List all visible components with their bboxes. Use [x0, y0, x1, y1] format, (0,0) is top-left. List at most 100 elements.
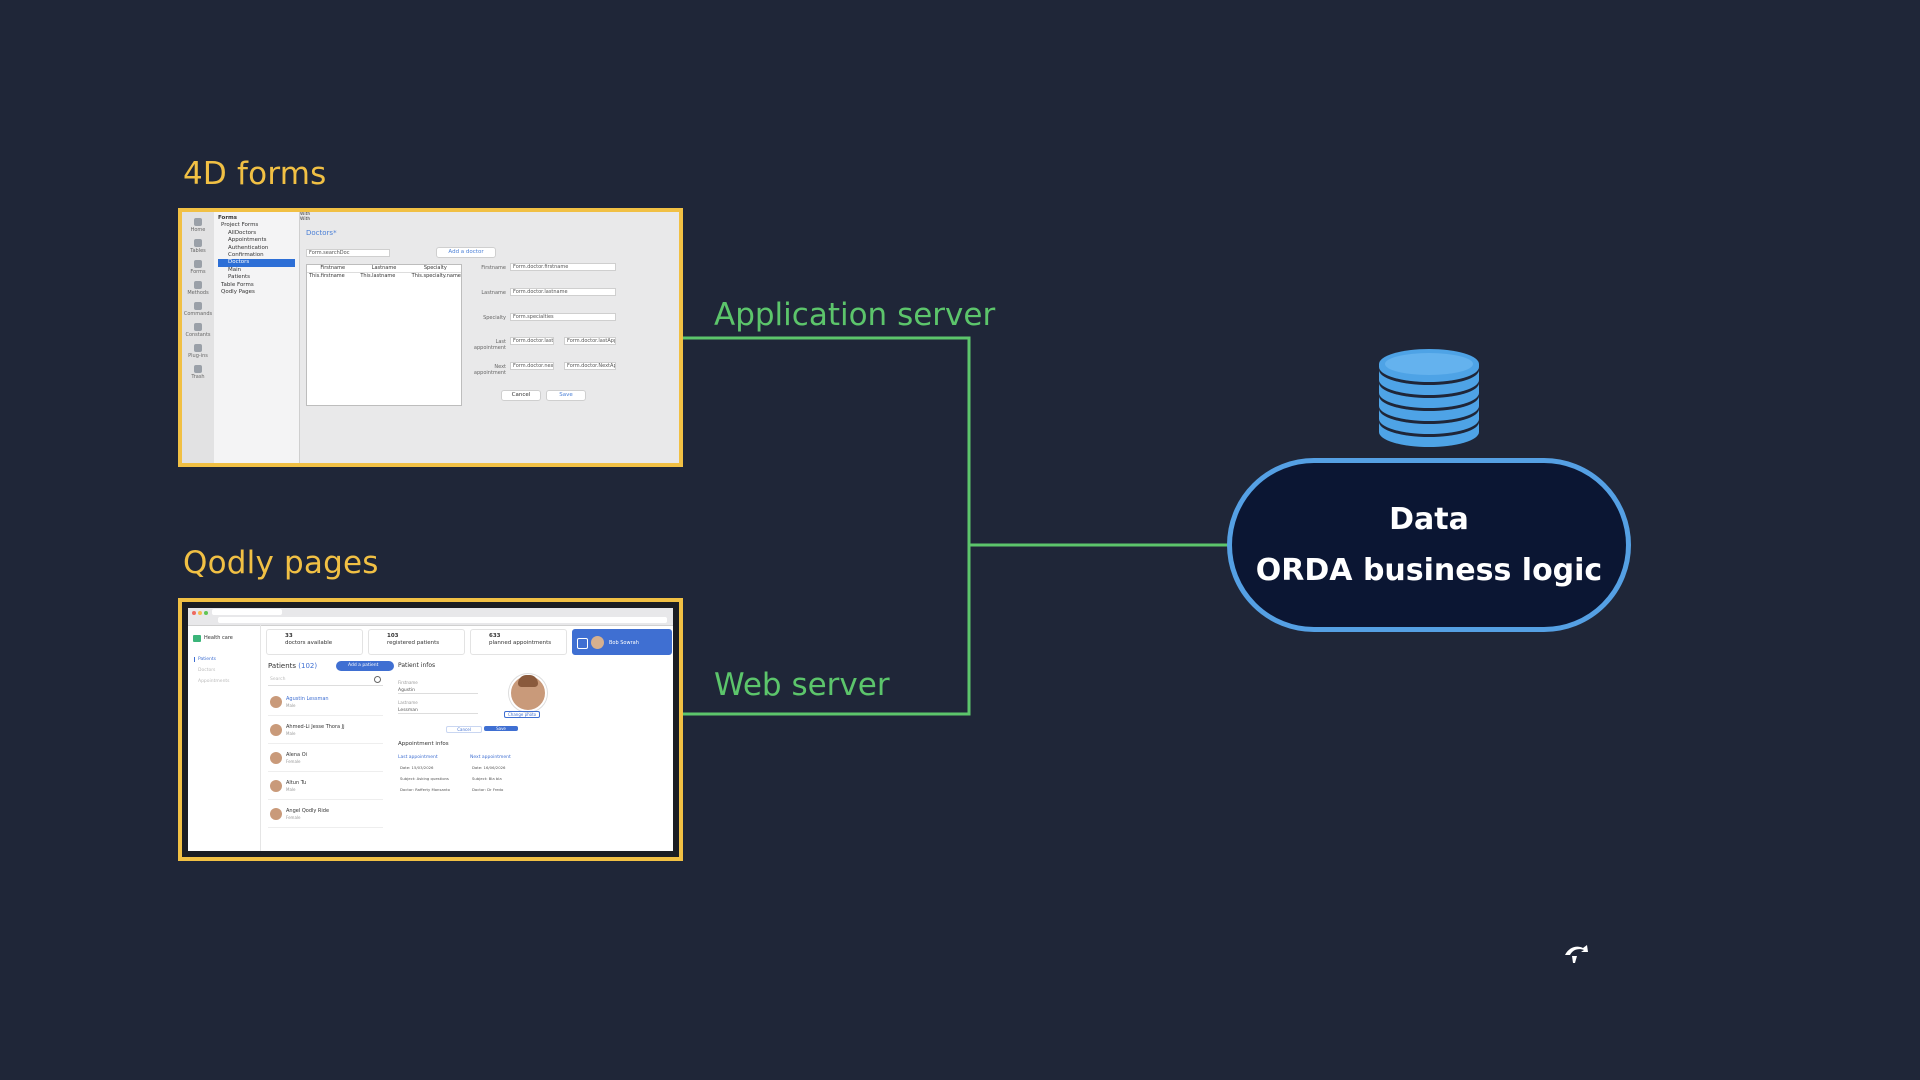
avatar	[591, 636, 604, 649]
change-photo-button[interactable]: Change photo	[504, 711, 541, 718]
patients-count: (102)	[298, 662, 318, 670]
cell: This.lastname	[360, 273, 396, 279]
user-card[interactable]: Bob Sowrah	[572, 629, 672, 655]
last-appointment-heading: Last appointment	[398, 755, 438, 760]
rail-commands[interactable]: Commands	[182, 302, 214, 317]
rail-home[interactable]: Home	[182, 218, 214, 233]
form-editor: Home Tables Forms Methods Commands Const…	[182, 212, 679, 463]
next-date: Date: 16/06/2026	[472, 765, 506, 770]
col-header[interactable]: Lastname	[371, 265, 397, 271]
tree-item[interactable]: Qodly Pages	[221, 289, 255, 296]
search-icon[interactable]	[374, 676, 381, 683]
tree-item[interactable]: Confirmation	[228, 252, 264, 259]
forms-tree: Forms Project Forms AllDoctors Appointme…	[214, 212, 300, 463]
rail-tables[interactable]: Tables	[182, 239, 214, 254]
editor-rail: Home Tables Forms Methods Commands Const…	[182, 212, 215, 463]
avatar	[270, 752, 282, 764]
patient-photo	[509, 674, 547, 712]
search-input[interactable]: Form.searchDoc	[306, 249, 390, 257]
tree-item[interactable]: Project Forms	[221, 222, 259, 229]
address-bar[interactable]	[218, 617, 667, 623]
firstname-label: Firstname	[398, 680, 418, 685]
next-appointment-input[interactable]: Form.doctor.nex	[510, 362, 554, 370]
stat-number: 633	[489, 633, 501, 639]
stat-patients: 103 registered patients	[368, 629, 465, 655]
patient-name: Agustin Lessman	[286, 696, 329, 702]
brand-label: Health care	[204, 635, 233, 641]
lastname-field[interactable]: Lessman	[398, 708, 478, 714]
nav-appointments[interactable]: Appointments	[198, 679, 230, 684]
appointment-infos-heading: Appointment infos	[398, 741, 449, 747]
maximize-dot-icon[interactable]	[204, 611, 208, 615]
orda-business-logic: ORDA business logic	[1255, 553, 1603, 588]
next-with-input[interactable]: Form.doctor.NextApp	[564, 362, 616, 370]
hair-shape	[518, 675, 538, 687]
specialty-select[interactable]: Form.specialties	[510, 313, 616, 321]
patient-cancel-button[interactable]: Cancel	[446, 726, 482, 733]
last-with-input[interactable]: Form.doctor.lastApp	[564, 337, 616, 345]
save-button[interactable]: Save	[546, 390, 586, 401]
patient-gender: Female	[286, 815, 301, 820]
nav-patients[interactable]: Patients	[194, 657, 216, 662]
qodly-screenshot: Health care Patients Doctors Appointment…	[178, 598, 683, 861]
rail-plugins[interactable]: Plug-ins	[182, 344, 214, 359]
next-doctor: Doctor: Dr Fredo	[472, 787, 504, 792]
user-name: Bob Sowrah	[609, 640, 639, 646]
tree-item[interactable]: Patients	[228, 274, 251, 281]
tree-item[interactable]: Appointments	[228, 237, 267, 244]
stat-label: registered patients	[387, 640, 440, 646]
firstname-input[interactable]: Form.doctor.firstname	[510, 263, 616, 271]
patient-gender: Male	[286, 787, 296, 792]
logout-icon[interactable]	[577, 638, 588, 649]
col-header[interactable]: Specialty	[423, 265, 447, 271]
avatar	[270, 724, 282, 736]
stat-number: 33	[285, 633, 293, 639]
cell: This.firstname	[309, 273, 345, 279]
patient-gender: Male	[286, 703, 296, 708]
firstname-field[interactable]: Agustin	[398, 688, 478, 694]
patient-save-button[interactable]: Save	[484, 726, 518, 731]
rail-trash[interactable]: Trash	[182, 365, 214, 380]
tree-item[interactable]: Table Forms	[221, 281, 254, 288]
last-appointment-input[interactable]: Form.doctor.last	[510, 337, 554, 345]
nav-doctors[interactable]: Doctors	[198, 668, 216, 673]
stat-appointments: 633 planned appointments	[470, 629, 567, 655]
avatar	[270, 780, 282, 792]
form-canvas: Doctors* Form.searchDoc Add a doctor Fir…	[300, 212, 679, 463]
tree-item[interactable]: Authentication	[228, 244, 269, 251]
specialty-label: Specialty	[483, 315, 506, 321]
add-patient-button[interactable]: Add a patient	[336, 661, 394, 671]
last-doctor: Doctor: Rafferty Monsanto	[400, 787, 450, 792]
cancel-button[interactable]: Cancel	[501, 390, 541, 401]
last-date: Date: 15/03/2026	[400, 765, 434, 770]
close-dot-icon[interactable]	[192, 611, 196, 615]
browser-chrome	[188, 608, 673, 626]
patient-name: Altun Tu	[286, 780, 307, 786]
tree-item[interactable]: AllDoctors	[228, 229, 257, 236]
patient-name: Ahmed-Li Jesse Thora Jj	[286, 724, 345, 730]
patient-search-input[interactable]: Search	[268, 676, 383, 686]
avatar	[270, 696, 282, 708]
database-icon	[1379, 349, 1479, 447]
tree-item[interactable]: Main	[228, 266, 242, 273]
add-doctor-button[interactable]: Add a doctor	[436, 247, 496, 258]
lastname-input[interactable]: Form.doctor.lastname	[510, 288, 616, 296]
rail-forms[interactable]: Forms	[182, 260, 214, 275]
minimize-dot-icon[interactable]	[198, 611, 202, 615]
data-node: Data ORDA business logic	[1227, 458, 1631, 632]
forms-screenshot: Home Tables Forms Methods Commands Const…	[178, 208, 683, 467]
rail-methods[interactable]: Methods	[182, 281, 214, 296]
firstname-label: Firstname	[481, 265, 506, 271]
browser-tab[interactable]	[212, 609, 282, 615]
doctors-listbox[interactable]: Firstname Lastname Specialty This.firstn…	[306, 264, 462, 406]
tree-item-selected[interactable]: Doctors	[218, 259, 295, 267]
col-header[interactable]: Firstname	[320, 265, 346, 271]
rail-constants[interactable]: Constants	[182, 323, 214, 338]
tree-item[interactable]: Forms	[218, 215, 238, 221]
